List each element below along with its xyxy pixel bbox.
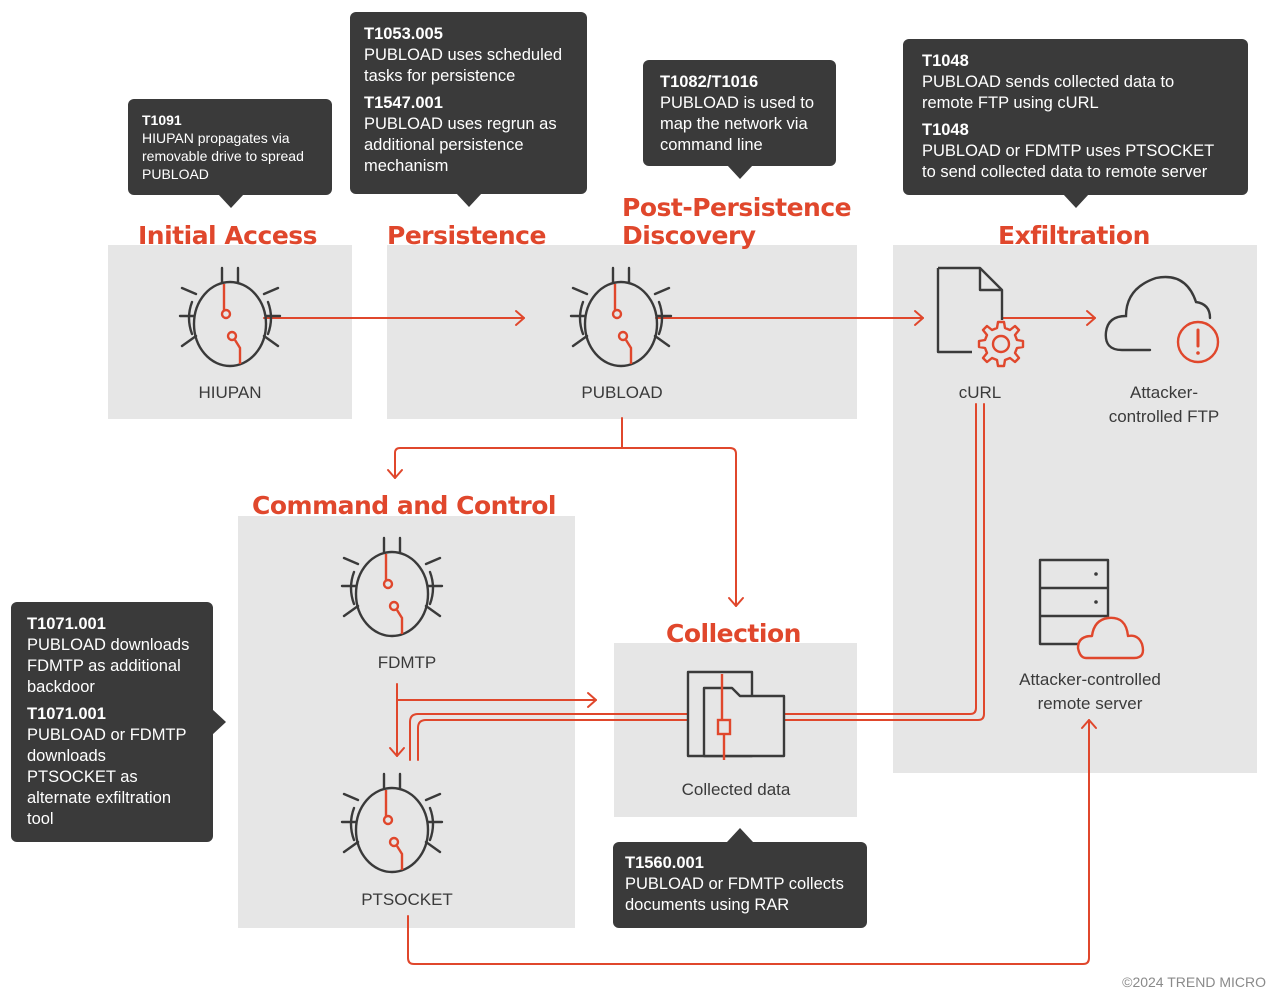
pubload-bug-icon	[569, 266, 673, 368]
technique-text: PUBLOAD or FDMTP uses PTSOCKET to send c…	[922, 142, 1214, 181]
callout-persistence: T1053.005 PUBLOAD uses scheduled tasks f…	[350, 12, 587, 194]
label-attacker-ftp-line2: controlled FTP	[1108, 407, 1220, 426]
command-control-panel	[238, 516, 575, 928]
label-hiupan: HIUPAN	[198, 383, 262, 402]
callout-exfiltration: T1048 PUBLOAD sends collected data to re…	[903, 39, 1248, 195]
label-remote-server-line2: remote server	[1037, 694, 1143, 713]
technique-text: PUBLOAD is used to map the network via c…	[660, 94, 815, 154]
technique-id: T1082/T1016	[660, 73, 759, 91]
technique-id: T1560.001	[625, 854, 704, 872]
callout-pointer	[218, 194, 244, 208]
technique-text: PUBLOAD or FDMTP collects documents usin…	[625, 875, 844, 914]
label-attacker-ftp: Attacker- controlled FTP	[1086, 381, 1242, 429]
arrow-ptsocket-to-server	[407, 719, 1090, 965]
callout-item: T1048 PUBLOAD or FDMTP uses PTSOCKET to …	[922, 120, 1229, 183]
callout-item: T1091 HIUPAN propagates via removable dr…	[142, 111, 318, 183]
technique-id: T1071.001	[27, 615, 106, 633]
remote-server-cloud-icon	[1038, 558, 1145, 660]
stage-persistence: Persistence	[387, 221, 546, 250]
callout-collection: T1560.001 PUBLOAD or FDMTP collects docu…	[613, 842, 867, 928]
callout-item: T1082/T1016 PUBLOAD is used to map the n…	[660, 72, 819, 156]
label-fdmtp: FDMTP	[377, 653, 437, 672]
technique-text: PUBLOAD uses scheduled tasks for persist…	[364, 46, 563, 85]
label-collected-data: Collected data	[681, 780, 791, 799]
stage-post-persistence-line1: Post-Persistence	[622, 193, 852, 222]
ftp-cloud-alert-icon	[1104, 275, 1220, 364]
copyright-text: ©2024 TREND MICRO	[1122, 974, 1266, 990]
technique-id: T1048	[922, 52, 969, 70]
fdmtp-bug-icon	[340, 536, 444, 638]
collected-data-folder-icon	[686, 670, 786, 760]
ptsocket-bug-icon	[340, 772, 444, 874]
technique-id: T1048	[922, 121, 969, 139]
callout-item: T1071.001 PUBLOAD downloads FDMTP as add…	[27, 614, 197, 698]
callout-item: T1053.005 PUBLOAD uses scheduled tasks f…	[364, 24, 573, 87]
callout-item: T1048 PUBLOAD sends collected data to re…	[922, 51, 1229, 114]
technique-text: PUBLOAD sends collected data to remote F…	[922, 73, 1175, 112]
callout-pointer	[727, 165, 753, 179]
callout-item: T1547.001 PUBLOAD uses regrun as additio…	[364, 93, 573, 177]
label-pubload: PUBLOAD	[581, 383, 663, 402]
callout-item: T1071.001 PUBLOAD or FDMTP downloads PTS…	[27, 704, 197, 830]
callout-pointer	[456, 193, 482, 207]
callout-pointer	[727, 828, 753, 842]
stage-initial-access: Initial Access	[138, 221, 318, 250]
label-remote-server-line1: Attacker-controlled	[1019, 670, 1161, 689]
curl-file-gear-icon	[936, 266, 1025, 368]
callout-discovery: T1082/T1016 PUBLOAD is used to map the n…	[643, 60, 836, 166]
stage-command-control: Command and Control	[252, 491, 557, 520]
hiupan-bug-icon	[178, 266, 282, 368]
callout-pointer	[1063, 194, 1089, 208]
label-ptsocket: PTSOCKET	[361, 890, 453, 909]
callout-item: T1560.001 PUBLOAD or FDMTP collects docu…	[625, 853, 855, 916]
arrow-pubload-to-c2	[394, 417, 623, 479]
technique-text: HIUPAN propagates via removable drive to…	[142, 130, 304, 182]
stage-post-persistence-discovery: Post-Persistence Discovery	[622, 193, 852, 250]
technique-text: PUBLOAD or FDMTP downloads PTSOCKET as a…	[27, 726, 187, 828]
stage-exfiltration: Exfiltration	[998, 221, 1150, 250]
label-attacker-ftp-line1: Attacker-	[1129, 383, 1199, 402]
technique-text: PUBLOAD downloads FDMTP as additional ba…	[27, 636, 190, 696]
technique-id: T1053.005	[364, 25, 443, 43]
callout-pointer	[212, 709, 226, 735]
callout-command-control: T1071.001 PUBLOAD downloads FDMTP as add…	[11, 602, 213, 842]
stage-post-persistence-line2: Discovery	[622, 221, 756, 250]
label-curl: cURL	[958, 383, 1002, 402]
technique-id: T1547.001	[364, 94, 443, 112]
label-remote-server: Attacker-controlled remote server	[1000, 668, 1180, 716]
stage-collection: Collection	[666, 619, 801, 648]
technique-id: T1091	[142, 112, 182, 128]
technique-id: T1071.001	[27, 705, 106, 723]
arrow-pubload-to-collection	[621, 447, 737, 607]
callout-initial-access: T1091 HIUPAN propagates via removable dr…	[128, 99, 332, 195]
technique-text: PUBLOAD uses regrun as additional persis…	[364, 115, 557, 175]
